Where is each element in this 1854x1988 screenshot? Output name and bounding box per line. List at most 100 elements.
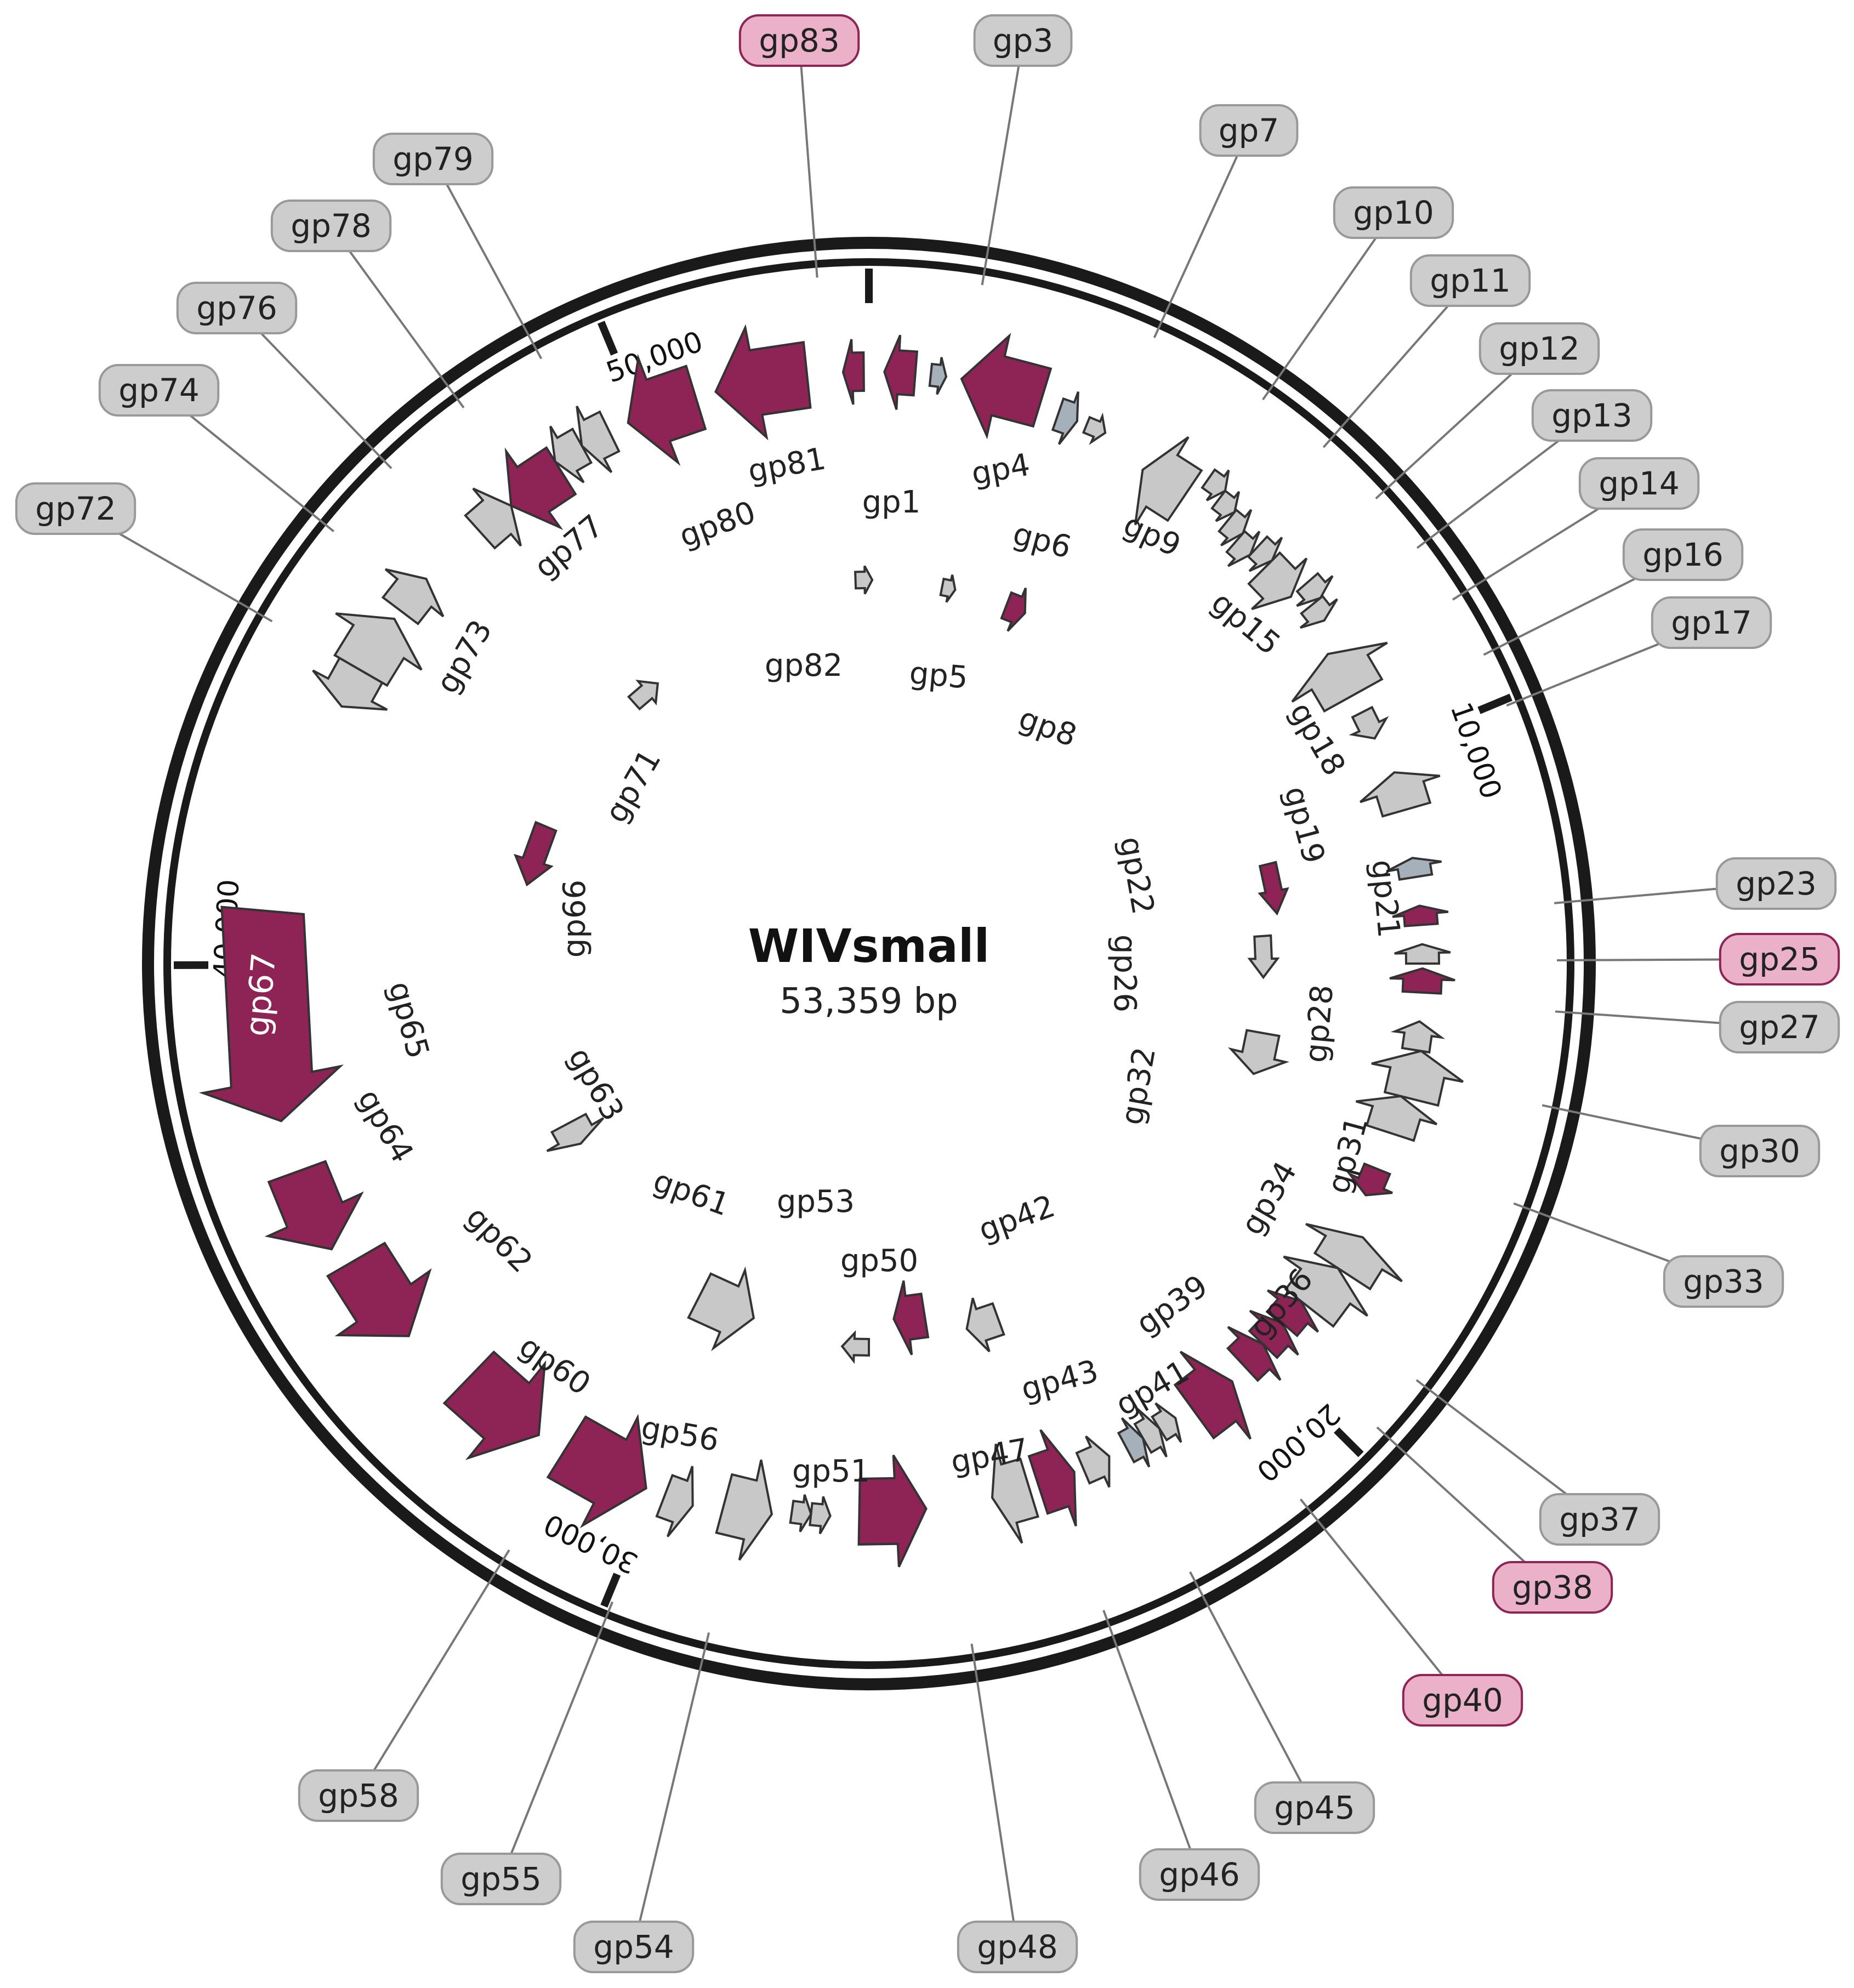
gene-gp83 xyxy=(841,339,865,405)
label-text-gp38: gp38 xyxy=(1512,1569,1593,1606)
label-pill-gp30 xyxy=(1699,1125,1821,1177)
inner-label-gp56: gp56 xyxy=(639,1410,721,1459)
label-text-gp12: gp12 xyxy=(1499,330,1579,367)
label-pill-gp16 xyxy=(1622,528,1744,581)
gene-gp61 xyxy=(687,1266,755,1352)
inner-label-gp1: gp1 xyxy=(862,485,921,520)
label-text-gp11: gp11 xyxy=(1430,262,1510,299)
inner-label-gp32: gp32 xyxy=(1114,1045,1163,1127)
leader-gp46 xyxy=(1102,1610,1201,1875)
gene-gp15 xyxy=(1247,551,1308,611)
ruler-tick xyxy=(600,1573,621,1608)
gene-gp46 xyxy=(1117,1417,1151,1468)
gene-gp17 xyxy=(1299,594,1338,629)
leader-gp10 xyxy=(1262,212,1395,401)
gene-gp47 xyxy=(1075,1435,1111,1488)
inner-label-gp43: gp43 xyxy=(1017,1353,1102,1408)
label-text-gp46: gp46 xyxy=(1159,1856,1239,1893)
gene-gp36 xyxy=(1305,1223,1403,1291)
inner-label-gp73: gp73 xyxy=(429,614,499,699)
gene-gp1 xyxy=(883,334,919,410)
label-pill-gp54 xyxy=(573,1921,695,1973)
label-text-gp23: gp23 xyxy=(1736,865,1816,902)
label-text-gp45: gp45 xyxy=(1274,1789,1355,1826)
label-pill-gp25 xyxy=(1719,933,1840,986)
inner-label-gp50: gp50 xyxy=(840,1243,918,1279)
gene-gp42 xyxy=(965,1297,1005,1353)
label-text-gp76: gp76 xyxy=(196,289,277,327)
gene-gp80 xyxy=(627,354,707,466)
leader-gp83 xyxy=(798,40,818,278)
label-text-gp72: gp72 xyxy=(35,490,116,527)
gene-gp56 xyxy=(715,1459,774,1561)
label-pill-gp37 xyxy=(1539,1493,1660,1546)
gene-gp72 xyxy=(312,656,388,711)
gene-gp41 xyxy=(1173,1351,1252,1440)
gene-gp19 xyxy=(1349,705,1389,740)
inner-label-gp19: gp19 xyxy=(1277,783,1332,867)
inner-label-gp6: gp6 xyxy=(1009,516,1075,566)
label-text-gp14: gp14 xyxy=(1599,465,1679,502)
label-text-gp37: gp37 xyxy=(1559,1501,1640,1538)
label-pill-gp11 xyxy=(1409,254,1531,307)
label-pill-gp40 xyxy=(1402,1674,1523,1727)
ruler-tick xyxy=(1334,1427,1364,1457)
gene-gp3 xyxy=(928,357,948,395)
gene-gp39 xyxy=(1248,1309,1299,1359)
leader-gp45 xyxy=(1189,1571,1316,1808)
map-subtitle: 53,359 bp xyxy=(780,981,958,1022)
label-pill-gp76 xyxy=(176,282,298,334)
inner-label-gp18: gp18 xyxy=(1282,696,1352,782)
gene-gp25 xyxy=(1392,904,1449,927)
gene-gp16 xyxy=(1295,572,1334,607)
label-pill-gp38 xyxy=(1492,1561,1613,1614)
label-pill-gp58 xyxy=(298,1769,419,1822)
label-text-gp78: gp78 xyxy=(291,207,371,244)
leader-gp7 xyxy=(1153,130,1250,338)
gene-gp13 xyxy=(1225,529,1261,567)
gene-gp10 xyxy=(1201,468,1230,502)
gene-gp26 xyxy=(1247,934,1280,979)
gene-gp49 xyxy=(991,1443,1039,1544)
label-pill-gp74 xyxy=(98,364,220,417)
label-pill-gp13 xyxy=(1531,389,1653,442)
label-pill-gp33 xyxy=(1663,1255,1784,1308)
gene-gp54 xyxy=(809,1496,832,1535)
gene-gp28 xyxy=(1389,967,1455,995)
label-text-gp17: gp17 xyxy=(1671,604,1751,641)
label-text-gp10: gp10 xyxy=(1353,194,1434,231)
gene-gp48 xyxy=(1027,1429,1077,1526)
label-text-gp3: gp3 xyxy=(993,22,1054,59)
inner-label-gp64: gp64 xyxy=(350,1083,420,1169)
gene-gp27 xyxy=(1394,943,1451,965)
label-pill-gp14 xyxy=(1578,457,1700,510)
leader-gp11 xyxy=(1322,280,1471,448)
inner-label-gp82: gp82 xyxy=(765,648,843,683)
inline-label-gp67: gp67 xyxy=(238,951,283,1038)
inner-label-gp9: gp9 xyxy=(1118,507,1186,564)
gene-gp4 xyxy=(960,333,1053,440)
gene-gp45 xyxy=(1133,1408,1168,1457)
gene-gp60 xyxy=(546,1414,647,1529)
label-pill-gp55 xyxy=(440,1853,562,1905)
gene-gp5 xyxy=(939,574,957,603)
inner-label-gp8: gp8 xyxy=(1014,700,1082,754)
label-text-gp40: gp40 xyxy=(1422,1682,1503,1719)
gene-gp9 xyxy=(1134,436,1203,526)
leader-gp76 xyxy=(236,307,393,469)
gene-gp7 xyxy=(1082,412,1107,445)
gene-gp64 xyxy=(326,1241,432,1337)
gene-gp79 xyxy=(576,406,621,474)
label-pill-gp27 xyxy=(1719,1001,1840,1053)
inner-label-gp63: gp63 xyxy=(561,1041,630,1127)
ruler-tick xyxy=(1477,693,1512,714)
gene-gp73 xyxy=(333,612,423,687)
label-pill-gp45 xyxy=(1254,1781,1375,1834)
gene-gp14 xyxy=(1247,535,1283,572)
label-pill-gp83 xyxy=(738,14,860,67)
gene-gp63 xyxy=(546,1112,605,1152)
label-pill-gp46 xyxy=(1139,1848,1260,1901)
inner-label-gp42: gp42 xyxy=(974,1188,1060,1249)
map-title: WIVsmall xyxy=(748,919,990,973)
inner-label-gp80: gp80 xyxy=(675,494,760,555)
